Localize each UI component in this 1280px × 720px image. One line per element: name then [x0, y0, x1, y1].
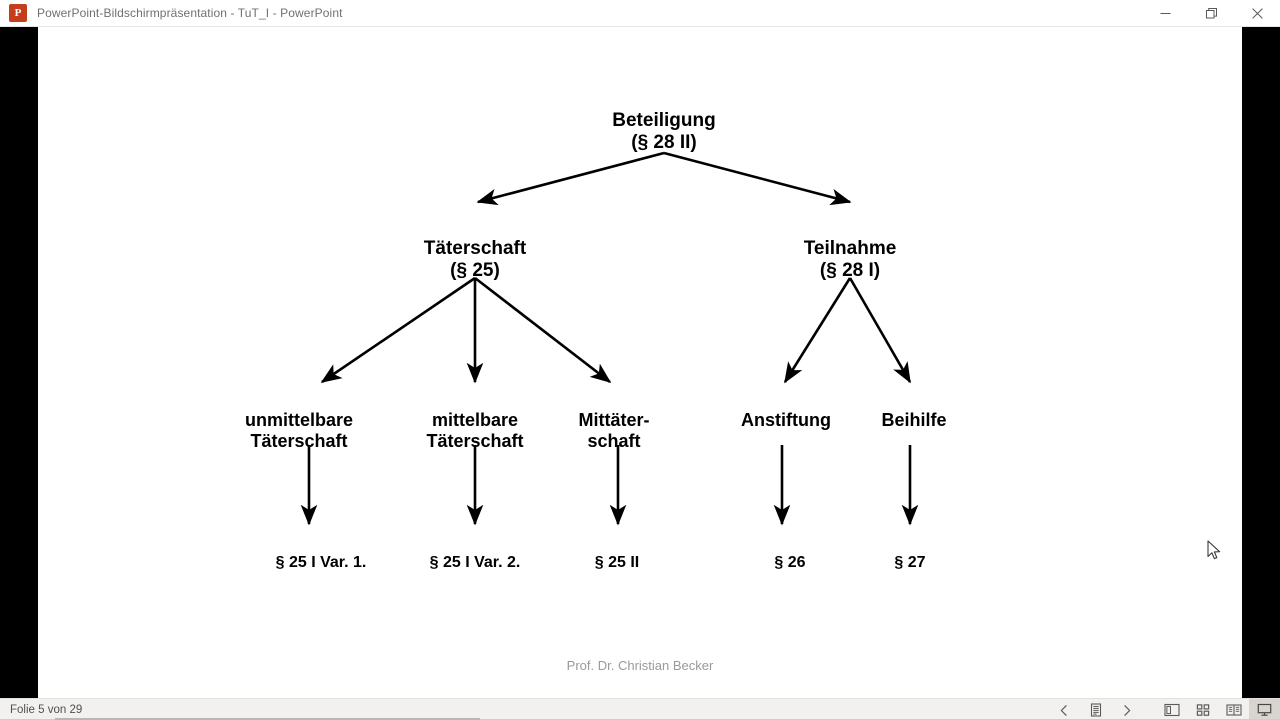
- notes-button[interactable]: [1080, 699, 1111, 720]
- normal-view-button[interactable]: [1156, 699, 1187, 720]
- node-anstiftung: Anstiftung: [741, 410, 831, 430]
- slide-canvas[interactable]: Beteiligung (§ 28 II) Täterschaft (§ 25)…: [38, 27, 1242, 698]
- chevron-left-icon: [1060, 704, 1067, 716]
- book-icon: [1225, 704, 1242, 716]
- node-teilnahme: Teilnahme (§ 28 I): [803, 238, 897, 282]
- normal-view-icon: [1163, 703, 1180, 717]
- minimize-icon: [1160, 13, 1170, 14]
- diagram-connectors: [300, 151, 919, 526]
- node-para-25-ii: § 25 II: [594, 554, 640, 571]
- node-mittelbare-taeterschaft: mittelbare Täterschaft: [426, 410, 524, 452]
- restore-button[interactable]: [1188, 0, 1234, 27]
- grid-icon: [1196, 704, 1209, 716]
- window-title: PowerPoint-Bildschirmpräsentation - TuT_…: [37, 6, 343, 20]
- title-bar: P PowerPoint-Bildschirmpräsentation - Tu…: [0, 0, 1280, 27]
- node-para-25-i-var-2: § 25 I Var. 2.: [429, 554, 521, 571]
- minimize-button[interactable]: [1142, 0, 1188, 27]
- chevron-right-icon: [1124, 704, 1131, 716]
- slideshow-view-button[interactable]: [1249, 699, 1280, 720]
- window-controls: [1142, 0, 1280, 27]
- slideshow-stage[interactable]: Beteiligung (§ 28 II) Täterschaft (§ 25)…: [0, 27, 1280, 698]
- next-slide-button[interactable]: [1111, 699, 1142, 720]
- arrow-cursor: [1207, 540, 1223, 567]
- taskbar-active-indicator: [55, 718, 480, 720]
- close-icon: [1251, 8, 1263, 19]
- close-button[interactable]: [1234, 0, 1280, 27]
- previous-slide-button[interactable]: [1049, 699, 1080, 720]
- screen-icon: [1257, 703, 1272, 716]
- status-bar: Folie 5 von 29: [0, 698, 1280, 720]
- status-bar-separator: [1142, 699, 1156, 720]
- node-para-25-i-var-1: § 25 I Var. 1.: [275, 554, 367, 571]
- notes-icon: [1090, 703, 1101, 717]
- slide-sorter-button[interactable]: [1187, 699, 1218, 720]
- slide-credit: Prof. Dr. Christian Becker: [566, 658, 714, 673]
- node-beteiligung: Beteiligung (§ 28 II): [612, 110, 716, 154]
- reading-view-button[interactable]: [1218, 699, 1249, 720]
- node-beihilfe: Beihilfe: [881, 410, 947, 430]
- node-para-27: § 27: [894, 554, 926, 571]
- status-bar-buttons: [1049, 699, 1280, 720]
- restore-icon: [1205, 8, 1217, 19]
- node-unmittelbare-taeterschaft: unmittelbare Täterschaft: [244, 410, 354, 452]
- node-taeterschaft: Täterschaft (§ 25): [423, 238, 527, 282]
- node-para-26: § 26: [774, 554, 806, 571]
- node-mittaeterschaft: Mittäter- schaft: [578, 410, 650, 452]
- powerpoint-icon: P: [9, 4, 27, 22]
- slide-counter: Folie 5 von 29: [10, 703, 83, 716]
